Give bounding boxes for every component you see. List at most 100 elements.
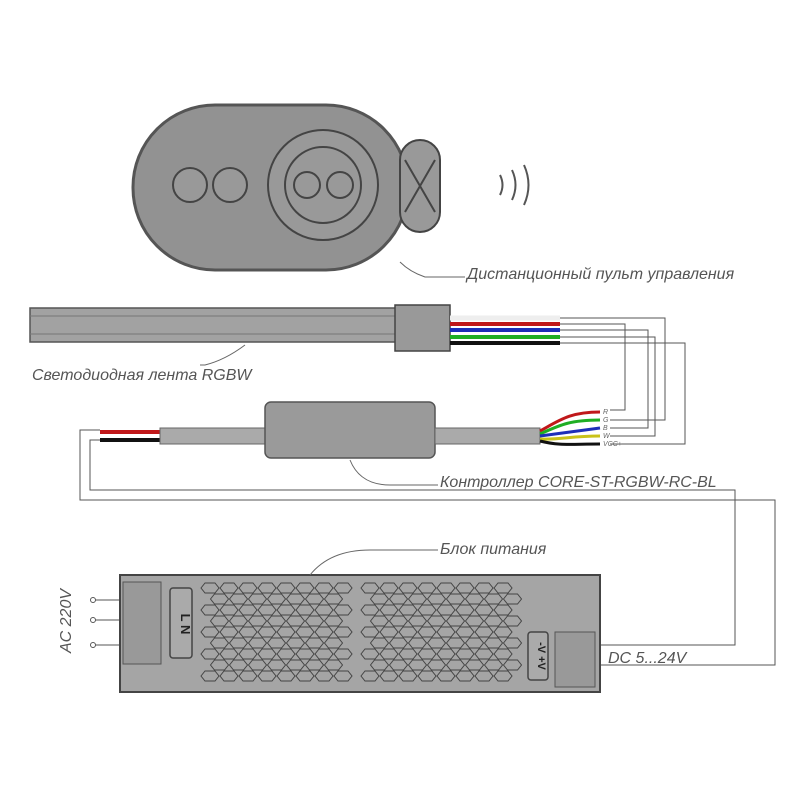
vent-hole	[238, 670, 258, 682]
vent-hole	[200, 670, 220, 682]
vent-hole	[323, 615, 344, 627]
strip-label: Светодиодная лента RGBW	[32, 367, 252, 384]
vent-hole	[228, 615, 249, 627]
vent-hole	[445, 659, 466, 671]
vent-hole	[436, 648, 456, 660]
power-supply: L N -V +V	[119, 574, 601, 693]
vent-hole	[333, 648, 353, 660]
controller-label: Контроллер CORE-ST-RGBW-RC-BL	[440, 474, 717, 491]
vent-hole	[369, 615, 390, 627]
vent-hole	[464, 637, 485, 649]
vent-hole	[369, 593, 390, 605]
vent-hole	[333, 582, 353, 594]
vent-hole	[285, 659, 306, 671]
vent-hole	[276, 626, 296, 638]
vent-hole	[417, 670, 437, 682]
led-strip	[29, 304, 560, 352]
dc-label: DC 5...24V	[608, 650, 687, 667]
vent-hole	[436, 626, 456, 638]
vent-hole	[474, 582, 494, 594]
vent-hole	[474, 604, 494, 616]
vent-hole	[502, 637, 523, 649]
vent-hole	[304, 637, 325, 649]
vent-hole	[407, 615, 428, 627]
vent-hole	[333, 626, 353, 638]
vent-hole	[379, 582, 399, 594]
vent-hole	[304, 659, 325, 671]
vent-hole	[445, 615, 466, 627]
vent-hole	[445, 637, 466, 649]
vent-hole	[219, 582, 239, 594]
vent-hole	[314, 626, 334, 638]
vent-hole	[398, 648, 418, 660]
vent-hole	[333, 604, 353, 616]
vent-hole	[417, 626, 437, 638]
vent-hole	[426, 593, 447, 605]
vent-hole	[257, 648, 277, 660]
vent-hole	[398, 670, 418, 682]
output-terminals: -V +V	[535, 642, 547, 670]
vent-hole	[200, 582, 220, 594]
vent-hole	[228, 593, 249, 605]
controller: R G B W VCC+	[100, 401, 622, 459]
vent-hole	[464, 615, 485, 627]
vent-hole	[426, 615, 447, 627]
vent-hole	[219, 626, 239, 638]
vent-hole	[314, 670, 334, 682]
vent-hole	[360, 582, 380, 594]
vent-hole	[228, 659, 249, 671]
vent-hole	[266, 637, 287, 649]
vent-hole	[238, 604, 258, 616]
vent-hole	[379, 626, 399, 638]
vent-hole	[398, 626, 418, 638]
vent-hole	[360, 648, 380, 660]
vent-hole	[407, 659, 428, 671]
vent-hole	[436, 604, 456, 616]
vent-hole	[304, 615, 325, 627]
vent-hole	[455, 648, 475, 660]
vent-hole	[304, 593, 325, 605]
vent-hole	[314, 604, 334, 616]
pin-vcc: VCC+	[603, 441, 622, 448]
vent-hole	[474, 626, 494, 638]
vent-hole	[209, 593, 230, 605]
vent-hole	[247, 637, 268, 649]
vent-hole	[200, 604, 220, 616]
vent-hole	[464, 659, 485, 671]
vent-hole	[266, 659, 287, 671]
pin-w: W	[603, 433, 611, 440]
vent-hole	[426, 637, 447, 649]
vent-hole	[388, 637, 409, 649]
vent-hole	[483, 593, 504, 605]
vent-hole	[209, 659, 230, 671]
vent-hole	[238, 626, 258, 638]
vent-hole	[219, 648, 239, 660]
vent-hole	[455, 604, 475, 616]
remote-label: Дистанционный пульт управления	[467, 266, 735, 283]
vent-hole	[388, 593, 409, 605]
vent-hole	[493, 648, 513, 660]
vent-hole	[360, 670, 380, 682]
vent-hole	[257, 582, 277, 594]
vent-hole	[266, 615, 287, 627]
vent-hole	[238, 582, 258, 594]
vent-hole	[209, 637, 230, 649]
vent-hole	[247, 615, 268, 627]
vent-hole	[200, 648, 220, 660]
vent-hole	[276, 604, 296, 616]
vent-hole	[247, 593, 268, 605]
vent-hole	[314, 648, 334, 660]
vent-hole	[436, 670, 456, 682]
vent-hole	[333, 670, 353, 682]
vent-hole	[276, 670, 296, 682]
vent-hole	[388, 615, 409, 627]
vent-hole	[295, 670, 315, 682]
vent-hole	[502, 593, 523, 605]
vent-hole	[369, 637, 390, 649]
vent-hole	[483, 659, 504, 671]
pin-b: B	[603, 425, 608, 432]
vent-hole	[295, 648, 315, 660]
vent-hole	[445, 593, 466, 605]
